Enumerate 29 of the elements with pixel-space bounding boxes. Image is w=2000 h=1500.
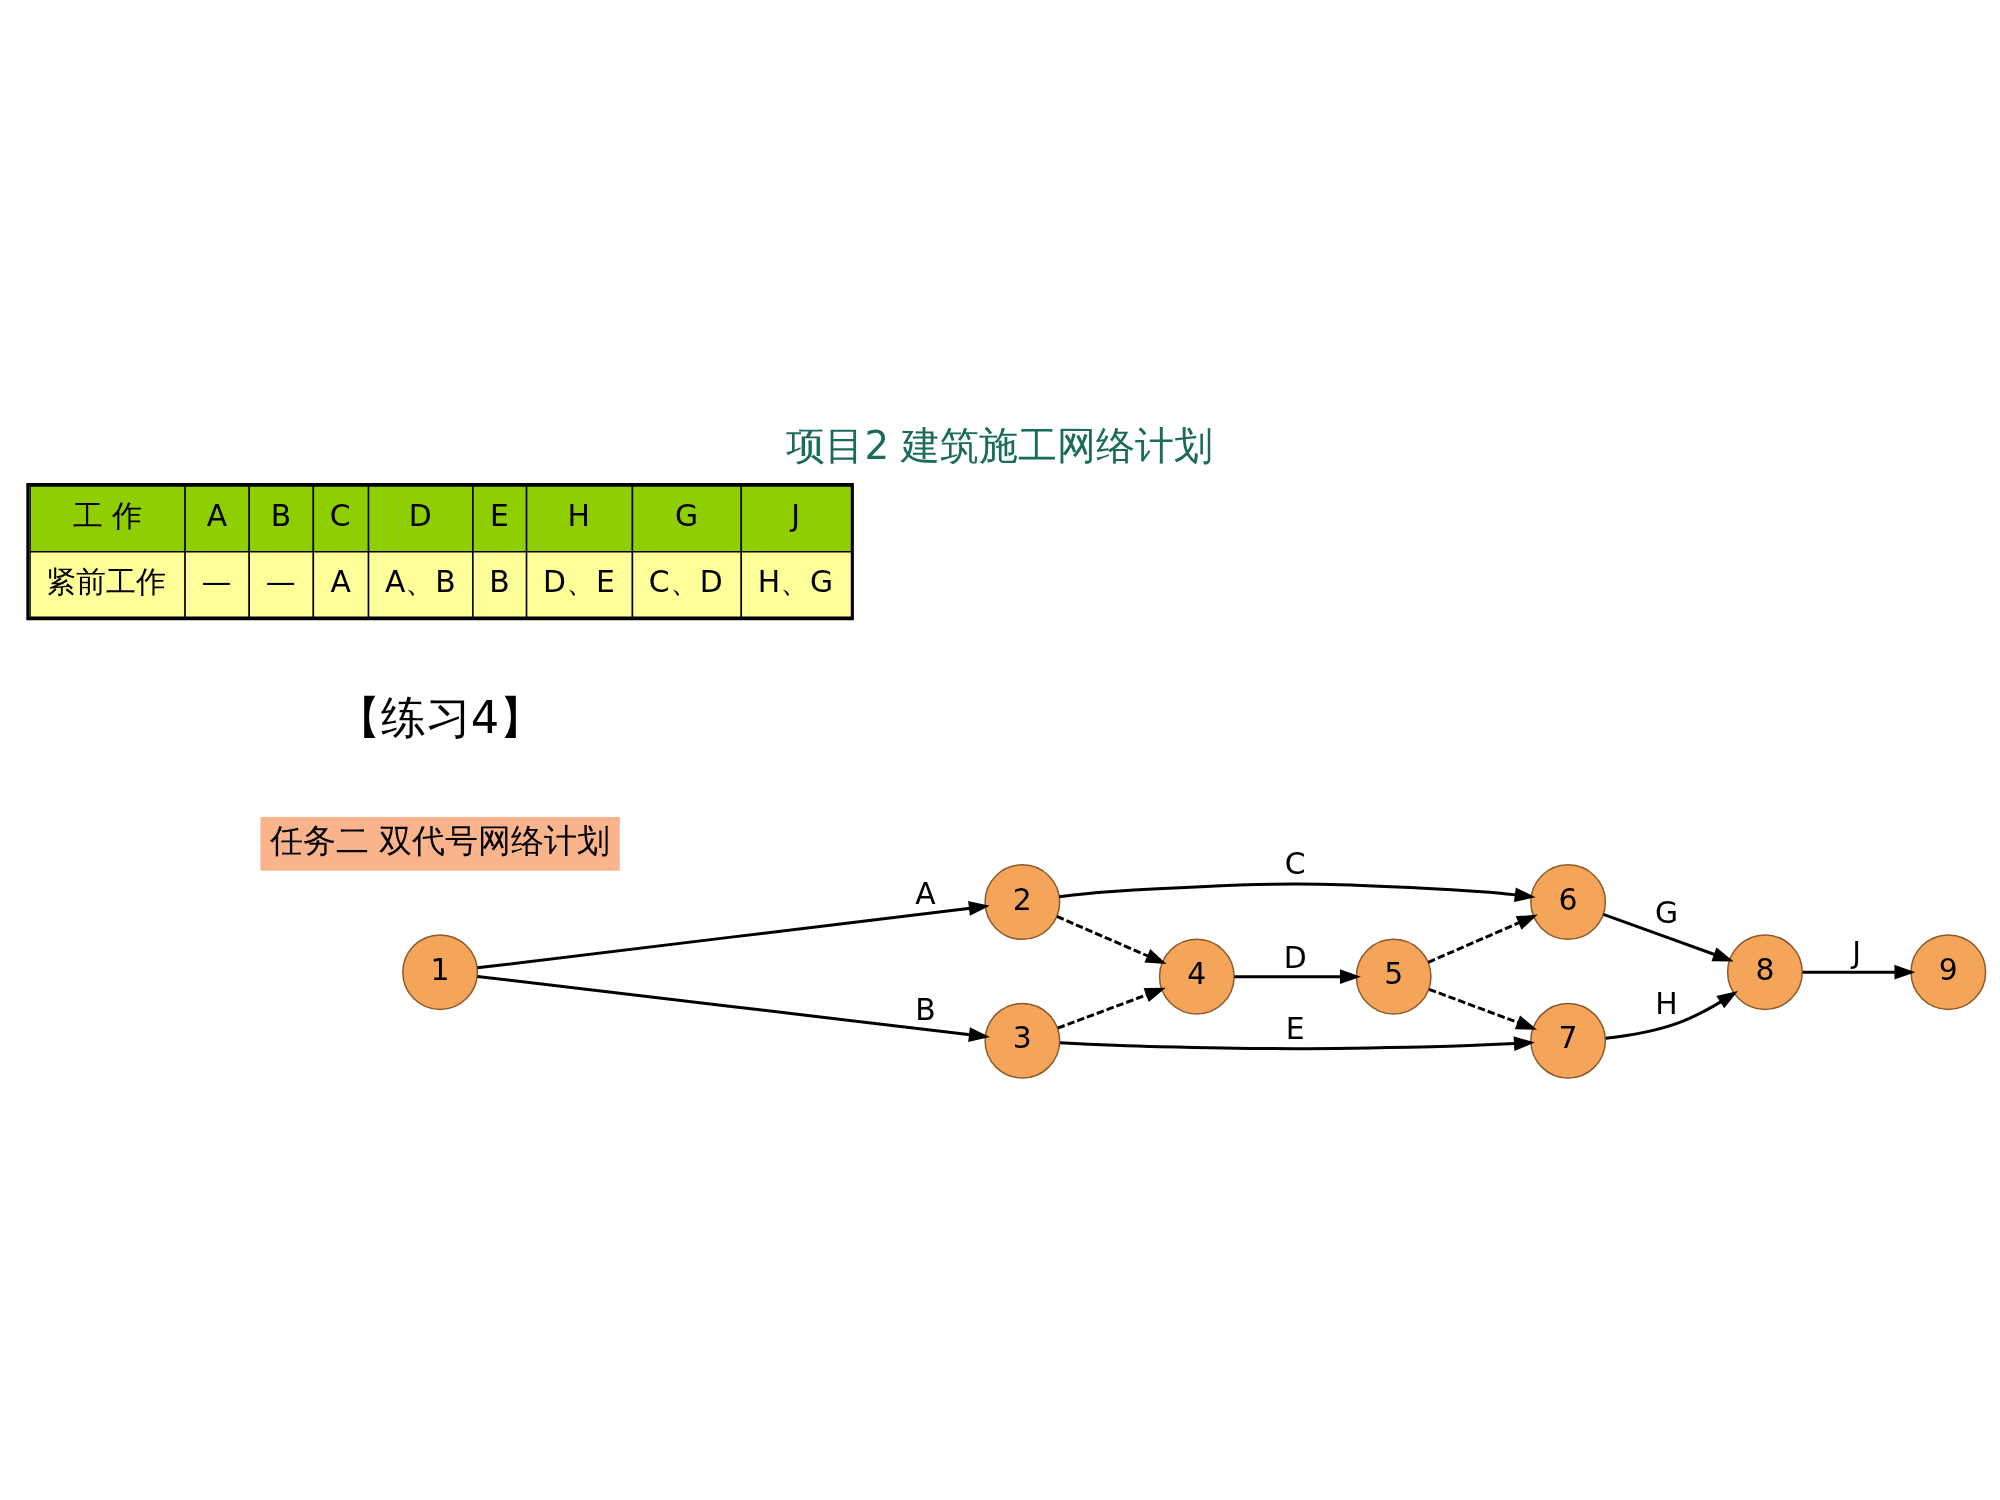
label: C、D: [648, 563, 723, 599]
label: A、B: [384, 563, 456, 599]
label: C: [329, 498, 351, 534]
edge-label: B: [915, 991, 936, 1027]
label: —: [265, 563, 296, 599]
label: E: [490, 498, 509, 534]
diagram-title: 项目2 建筑施工网络计划: [786, 422, 1214, 468]
label: G: [674, 498, 699, 534]
edge-label: J: [1852, 935, 1862, 971]
label: 紧前工作: [46, 563, 167, 599]
label: 工 作: [72, 498, 143, 534]
label: A: [206, 498, 228, 534]
edge-label: G: [1654, 894, 1679, 930]
edge-label: E: [1285, 1011, 1305, 1047]
label: J: [791, 498, 801, 534]
edge-label: H: [1655, 985, 1678, 1021]
label: B: [270, 498, 292, 534]
label: H、G: [757, 563, 834, 599]
label: A: [330, 563, 351, 599]
label: 任务二 双代号网络计划: [269, 822, 611, 861]
label: D、E: [542, 563, 615, 599]
label: D: [408, 498, 432, 534]
label: 【练习4】: [335, 690, 545, 744]
edge-label: D: [1283, 939, 1307, 975]
label: B: [489, 563, 510, 599]
label: H: [567, 498, 591, 534]
edge-label: C: [1284, 845, 1306, 881]
edge-label: A: [915, 875, 936, 911]
label: —: [201, 563, 232, 599]
